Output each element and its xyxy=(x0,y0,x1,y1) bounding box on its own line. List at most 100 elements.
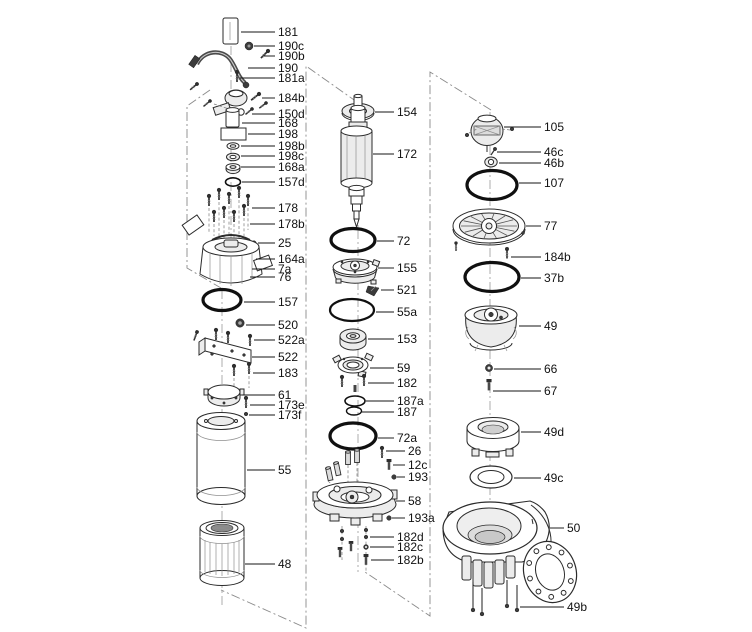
part-label-181a: 181a xyxy=(278,71,305,85)
part-46b: 46b xyxy=(484,156,564,170)
part-label-198c: 198c xyxy=(278,149,304,163)
part-label-173e: 173e xyxy=(278,398,305,412)
part-59-ring: 59 xyxy=(332,352,411,378)
part-label-105: 105 xyxy=(544,120,564,134)
part-66: 66 xyxy=(485,362,558,376)
part-label-49b: 49b xyxy=(567,600,587,614)
part-label-182c: 182c xyxy=(397,540,423,554)
part-168: 168 xyxy=(225,107,298,130)
part-label-184b-right: 184b xyxy=(544,250,571,264)
part-187-ring: 187 xyxy=(345,405,417,419)
part-198b: 198b xyxy=(226,139,305,153)
part-72-oring: 72 xyxy=(329,226,411,254)
part-label-107: 107 xyxy=(544,176,564,190)
part-label-198b: 198b xyxy=(278,139,305,153)
part-label-67: 67 xyxy=(544,384,558,398)
part-107-oring: 107 xyxy=(465,168,564,202)
part-178-screws: 178 xyxy=(206,185,298,238)
part-label-46c: 46c xyxy=(544,145,563,159)
part-label-182b: 182b xyxy=(397,553,424,567)
part-181a: 181a xyxy=(234,69,305,85)
part-49b-screws: 49b xyxy=(470,580,587,617)
part-label-72: 72 xyxy=(397,234,411,248)
part-label-55a: 55a xyxy=(397,305,417,319)
part-label-50: 50 xyxy=(567,521,581,535)
part-157-oring: 157 xyxy=(201,287,298,313)
part-67: 67 xyxy=(486,379,558,398)
part-label-48: 48 xyxy=(278,557,292,571)
part-182-screws: 182 xyxy=(339,373,417,392)
part-label-173f: 173f xyxy=(278,408,302,422)
part-55-housing: 55 xyxy=(196,412,292,505)
part-label-182: 182 xyxy=(397,376,417,390)
part-label-66: 66 xyxy=(544,362,558,376)
part-label-157d: 157d xyxy=(278,175,305,189)
part-label-522: 522 xyxy=(278,350,298,364)
part-label-521: 521 xyxy=(397,283,417,297)
part-190: 190 xyxy=(188,50,298,92)
part-label-157: 157 xyxy=(278,295,298,309)
part-label-178: 178 xyxy=(278,201,298,215)
part-155-seal-plate: 155 xyxy=(332,258,417,285)
part-173e: 173e xyxy=(243,395,305,412)
part-522-bracket: 522 xyxy=(191,327,298,364)
part-173f: 173f xyxy=(243,408,302,422)
part-label-7a: 7a xyxy=(278,262,292,276)
part-72a-oring: 72a xyxy=(328,421,417,451)
part-182b: 182b xyxy=(363,553,424,567)
part-label-190c: 190c xyxy=(278,39,304,53)
part-190b: 190b xyxy=(258,47,305,63)
part-label-153: 153 xyxy=(397,332,417,346)
part-label-181: 181 xyxy=(278,25,298,39)
part-193: 193 xyxy=(391,470,428,484)
part-193a: 193a xyxy=(386,511,435,525)
part-46c: 46c xyxy=(490,145,563,159)
part-12c: 12c xyxy=(386,458,427,472)
part-label-58: 58 xyxy=(408,494,422,508)
part-label-198: 198 xyxy=(278,127,298,141)
part-label-168a: 168a xyxy=(278,160,305,174)
part-522a: 522a xyxy=(247,333,305,347)
part-label-184b-left: 184b xyxy=(278,91,305,105)
part-198: 198 xyxy=(220,127,298,141)
part-label-522a: 522a xyxy=(278,333,305,347)
part-label-182d: 182d xyxy=(397,530,424,544)
part-label-59: 59 xyxy=(397,361,411,375)
part-label-26: 26 xyxy=(408,444,422,458)
part-label-193a: 193a xyxy=(408,511,435,525)
part-26: 26 xyxy=(379,444,422,459)
part-58-bearing-housing: 58 xyxy=(312,448,422,526)
part-178b-screws: 178b xyxy=(211,203,305,240)
part-label-37b: 37b xyxy=(544,271,564,285)
part-label-155: 155 xyxy=(397,261,417,275)
part-label-520: 520 xyxy=(278,318,298,332)
part-198c: 198c xyxy=(226,149,304,163)
part-37b-oring: 37b xyxy=(463,260,564,294)
part-520: 520 xyxy=(235,318,298,332)
part-182c: 182c xyxy=(363,540,423,554)
part-label-61: 61 xyxy=(278,388,292,402)
part-label-178b: 178b xyxy=(278,217,305,231)
part-61-cover: 61 xyxy=(203,384,292,407)
part-49d-cover: 49d xyxy=(466,417,564,458)
part-49-impeller: 49 xyxy=(464,305,558,352)
part-label-49d: 49d xyxy=(544,425,564,439)
part-label-172: 172 xyxy=(397,147,417,161)
part-label-12c: 12c xyxy=(408,458,427,472)
part-label-190b: 190b xyxy=(278,49,305,63)
part-55a-oring: 55a xyxy=(328,297,417,323)
part-105: 105 xyxy=(464,114,564,152)
part-label-77: 77 xyxy=(544,219,558,233)
part-48-stator: 48 xyxy=(199,520,292,586)
part-181: 181 xyxy=(222,17,298,45)
part-184b-left: 184b xyxy=(224,89,305,111)
part-190c: 190c xyxy=(244,39,304,53)
part-172-rotor: 172 xyxy=(340,93,417,229)
part-77-diffuser: 77 xyxy=(452,208,558,252)
part-168a: 168a xyxy=(225,160,305,175)
part-50-volute: 50 xyxy=(442,500,581,604)
part-label-187a: 187a xyxy=(397,394,424,408)
part-187a-ring: 187a xyxy=(344,394,424,408)
part-label-168: 168 xyxy=(278,116,298,130)
